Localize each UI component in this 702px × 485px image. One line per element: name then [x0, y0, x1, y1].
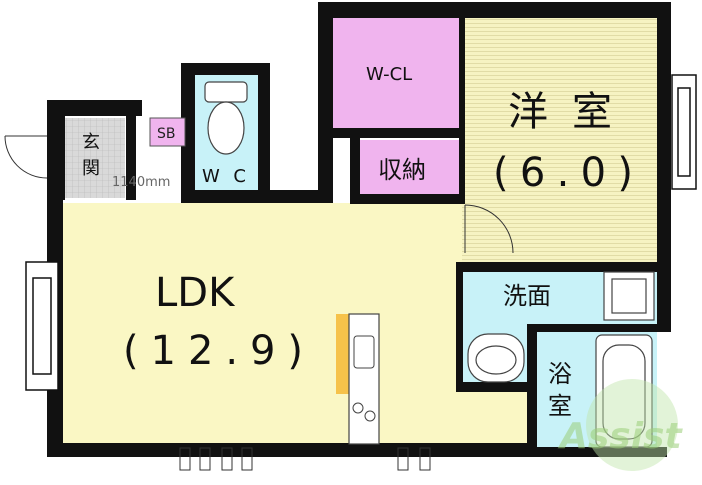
storage-floor [360, 140, 461, 195]
windows [25, 74, 697, 391]
entrance-label-1: 玄 [82, 132, 100, 153]
watermark-text: Assist [557, 416, 683, 457]
washing-machine [603, 271, 655, 321]
bathroom-label-1: 浴 [548, 360, 572, 388]
storage-label: 収納 [378, 156, 426, 184]
walls [47, 2, 671, 457]
watermark-logo [586, 379, 678, 471]
bathtub [595, 334, 653, 448]
walk-in-closet-floor [333, 15, 461, 130]
entrance-floor [65, 118, 125, 198]
washroom-label: 洗面 [503, 282, 551, 310]
toilet-fixture [204, 81, 248, 155]
doors [4, 135, 514, 471]
ldk-floor [63, 203, 533, 443]
washbasin [467, 333, 525, 383]
bathroom-label-2: 室 [548, 392, 572, 420]
shoe-box [149, 117, 186, 147]
shoe-box-label: SB [157, 126, 176, 142]
kitchen-counter [336, 313, 380, 445]
entrance-label-2: 関 [82, 158, 100, 179]
ldk-label: LDK [155, 270, 236, 316]
dimension-note: 1140mm [112, 175, 170, 190]
walk-in-closet-label: W-CL [366, 64, 412, 85]
western-room-floor [462, 18, 658, 266]
ldk-size: (12.9) [123, 328, 303, 374]
